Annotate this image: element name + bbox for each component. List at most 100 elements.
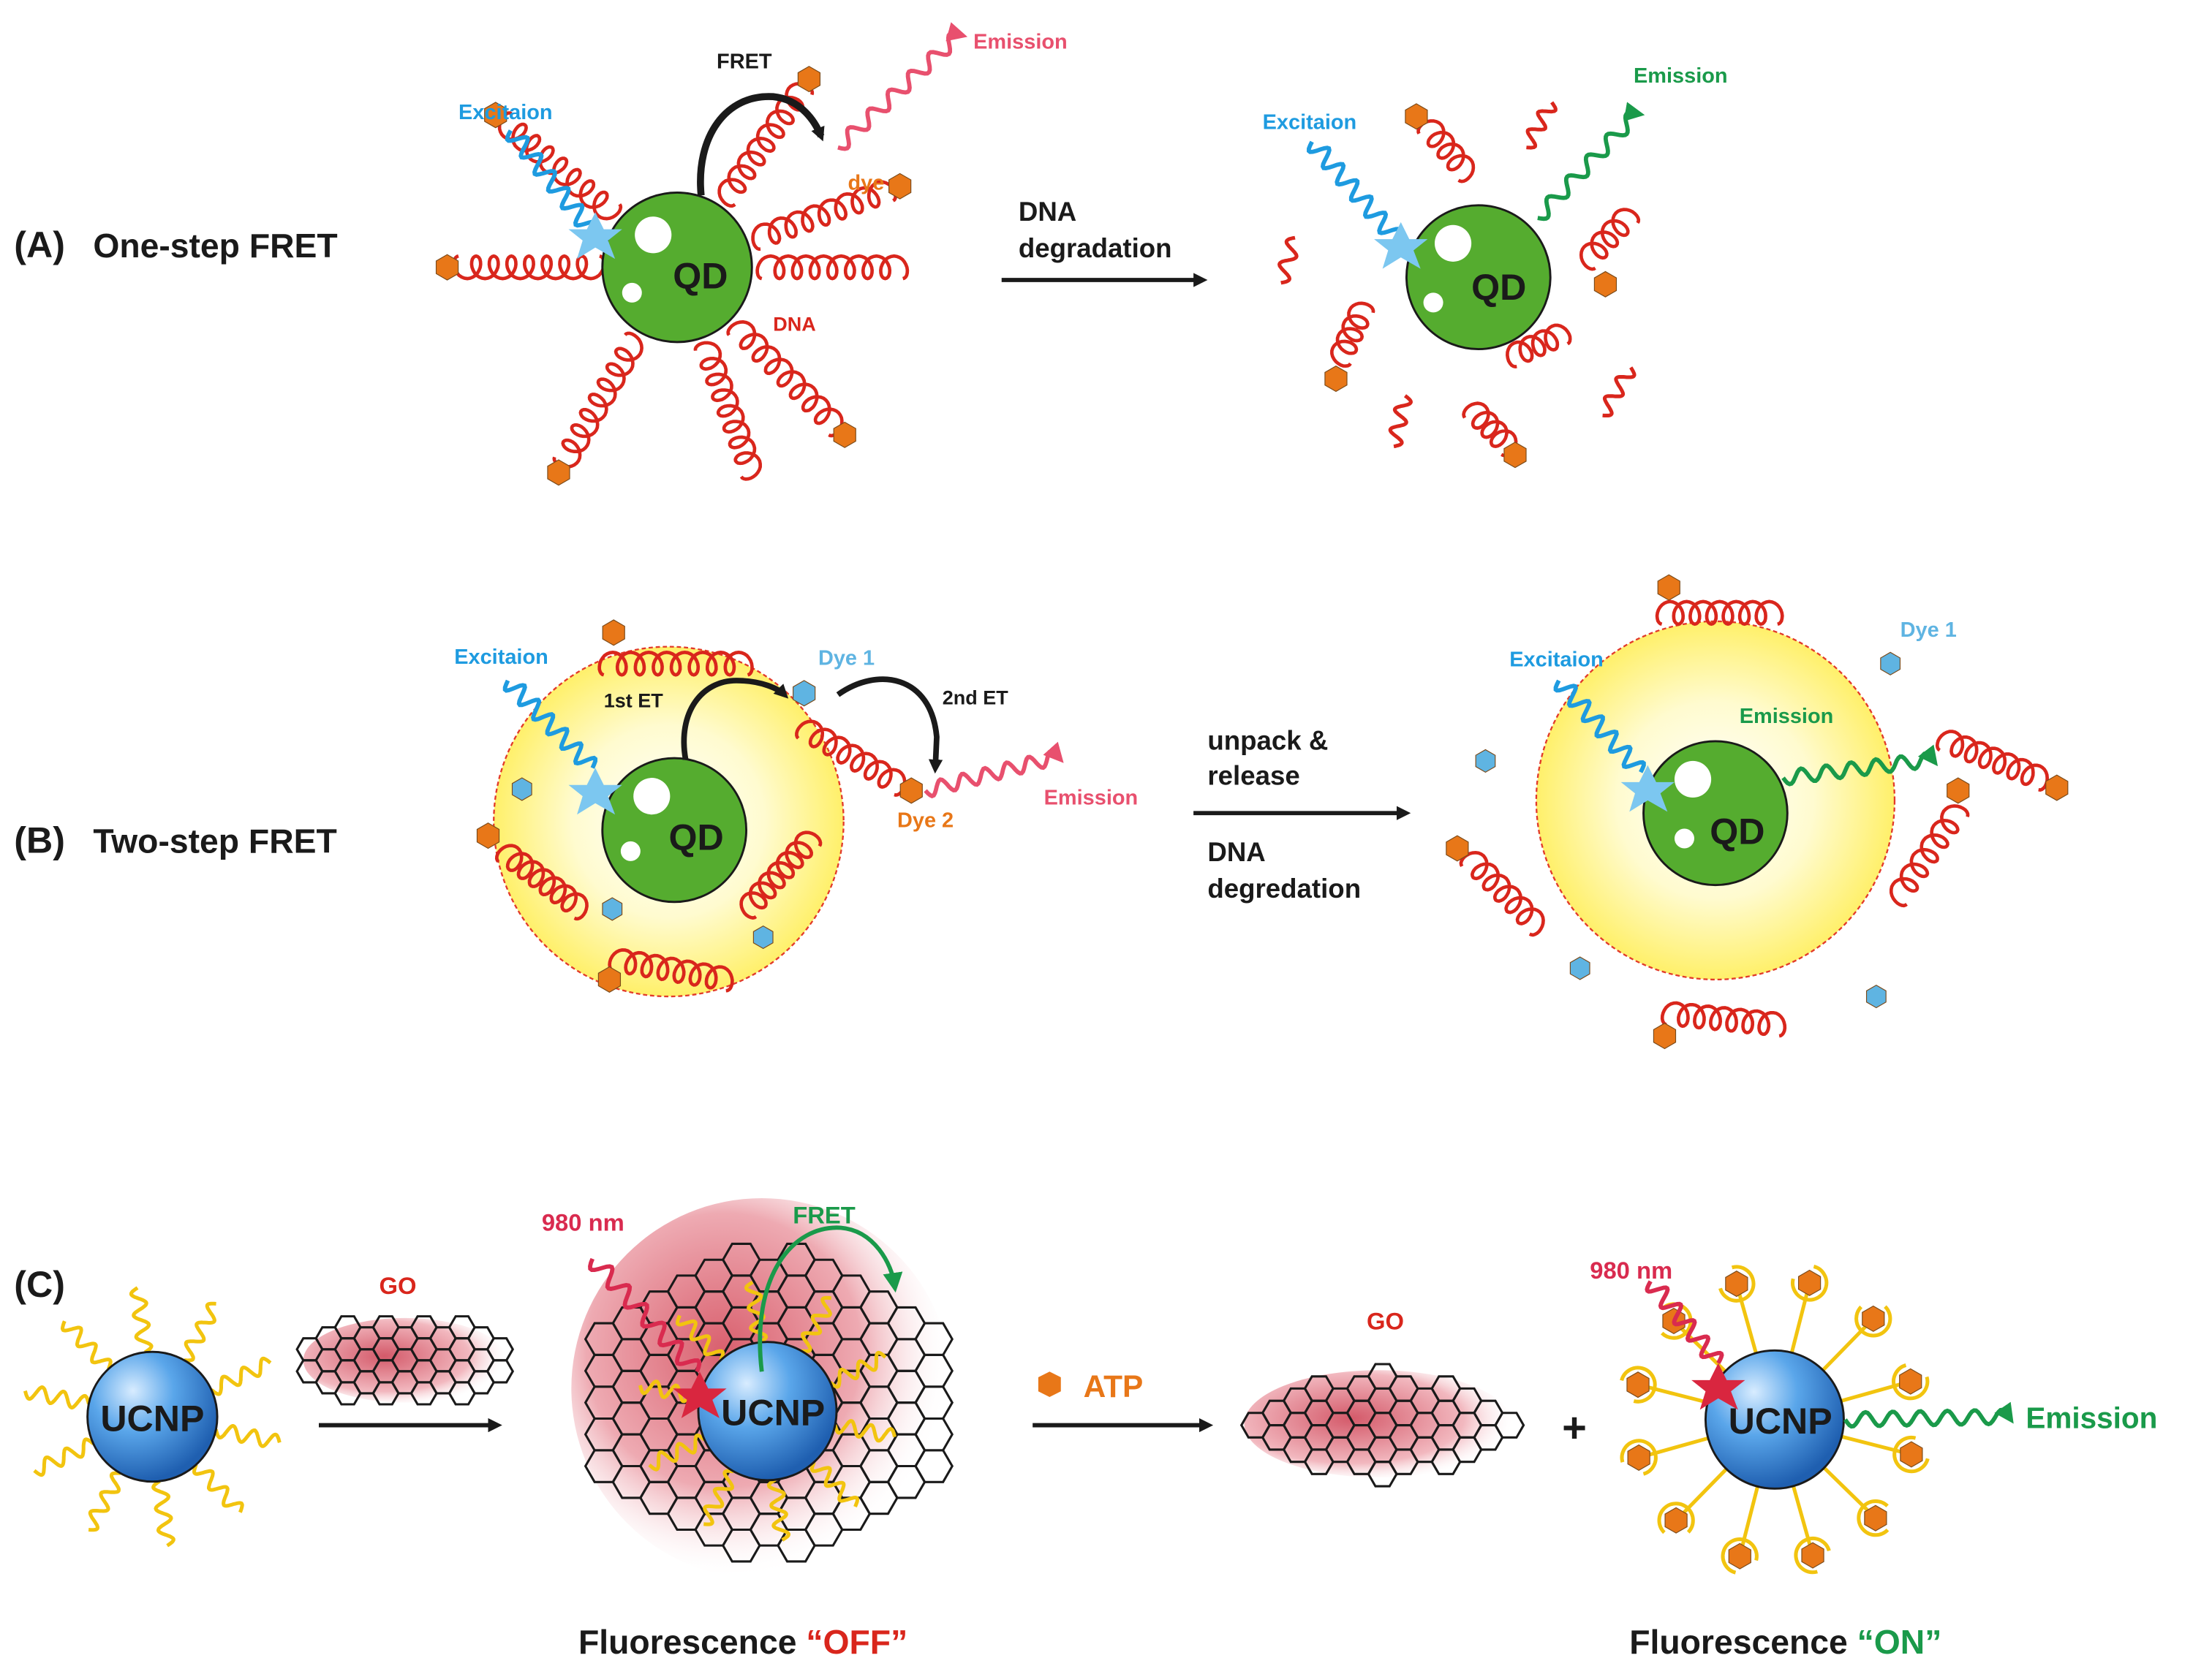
qd-label: QD <box>673 256 728 297</box>
plus-sign: + <box>1562 1405 1587 1452</box>
atp-hexagon <box>1899 1368 1922 1395</box>
atp-hexagon <box>1900 1441 1923 1468</box>
aptamer-loop <box>1657 1502 1695 1534</box>
panel-b-left: QD Excitaion 1st ET 2nd ET Dye 1 Dye 2 E… <box>454 619 1138 998</box>
dna-duplex <box>751 180 897 251</box>
atp-bound-ligands <box>1620 1265 1930 1575</box>
dye1-label-right: Dye 1 <box>1900 618 1957 642</box>
fluorescence-word-on: Fluorescence <box>1629 1623 1848 1661</box>
dna-duplex <box>1416 119 1476 183</box>
atp-hexagon <box>1664 1507 1688 1534</box>
dna-duplex <box>597 651 754 677</box>
dna-duplex <box>693 341 762 481</box>
dye-hexagon <box>1947 777 1970 804</box>
panel-a-label: (A) <box>14 224 65 265</box>
dye-hexagon <box>484 102 507 129</box>
excitation-star <box>568 212 622 260</box>
aptamer-spoke <box>1672 1320 1727 1373</box>
yellow-ligands <box>638 1280 896 1542</box>
aptamer-loop <box>1892 1435 1930 1474</box>
dye-hexagon <box>602 619 625 646</box>
dna-duplex <box>1506 323 1572 369</box>
aptamer-spoke <box>1675 1467 1728 1522</box>
dye-hexagon <box>1503 442 1527 469</box>
aptamer-spoke <box>1822 1466 1877 1520</box>
dye1-hexagon <box>793 680 816 707</box>
dye-hexagon <box>602 897 623 921</box>
panel-a-right: QD Excitaion Emission <box>1263 64 1728 469</box>
dye-hexagon <box>833 421 856 448</box>
qd-label-right: QD <box>1710 811 1764 852</box>
go-lattice <box>295 1315 515 1406</box>
emission-label-right: Emission <box>1740 705 1834 728</box>
aptamer-spoke <box>1822 1317 1875 1371</box>
aptamer-loop <box>1854 1305 1892 1338</box>
dna-strands <box>435 66 912 486</box>
aptamer-loop <box>1721 1537 1759 1575</box>
emission-wave-on <box>1843 1401 2014 1429</box>
aptamer-ligand <box>184 1301 216 1363</box>
ucnp-label-on: UCNP <box>1729 1401 1832 1442</box>
aptamer-ligand <box>151 1480 175 1548</box>
graphene-oxide-right: GO <box>1239 1307 1525 1488</box>
excitation-label: Excitaion <box>454 646 548 669</box>
dna-duplex <box>608 948 734 993</box>
aptamer-ligand <box>828 1350 887 1389</box>
fluorescence-word: Fluorescence <box>578 1623 797 1661</box>
go-label-right: GO <box>1367 1307 1404 1334</box>
panel-c-ucnp-start: UCNP <box>23 1286 282 1548</box>
dna-duplex <box>552 331 643 469</box>
atp-label: ATP <box>1084 1369 1144 1404</box>
panel-b-label: (B) <box>14 819 65 860</box>
ucnp-sphere-off <box>697 1341 838 1482</box>
second-et-arrow <box>836 676 943 774</box>
panel-c-label: (C) <box>14 1264 65 1305</box>
dna-fragment <box>1388 394 1413 449</box>
aptamer-loop <box>1620 1439 1658 1476</box>
fret-arrow <box>697 93 825 196</box>
aptamer-spoke <box>1735 1283 1758 1354</box>
emission-wave-right <box>1537 102 1645 222</box>
aptamer-ligand <box>809 1461 860 1508</box>
carbon-ring <box>914 1449 954 1483</box>
dna-duplex <box>1935 730 2049 792</box>
dna-label: DNA <box>773 313 816 335</box>
fret-label-c: FRET <box>793 1202 856 1229</box>
arrow-label-release: release <box>1207 761 1299 791</box>
dna-duplex <box>1459 850 1545 937</box>
panel-a-title: One-step FRET <box>93 227 337 265</box>
atp-hexagon <box>1797 1269 1822 1296</box>
first-et-arrow <box>681 678 789 760</box>
dye-hexagon <box>1865 984 1887 1009</box>
dye-hexagon <box>476 822 500 849</box>
aptamer-ligand <box>210 1356 272 1396</box>
panel-c-on-state: UCNP 980 nm Emission <box>1590 1257 2157 1575</box>
dna-duplex <box>1579 208 1641 271</box>
aptamer-loop <box>1857 1499 1890 1537</box>
dna-duplex <box>494 844 589 921</box>
excitation-wave <box>502 679 598 769</box>
atp-hexagon <box>1801 1542 1824 1569</box>
aptamer-ligand <box>703 1469 734 1526</box>
released-dna <box>1446 574 2069 1050</box>
aptamer-ligand <box>766 1478 790 1542</box>
dye-hexagon <box>1880 651 1901 675</box>
excitation-980-wave <box>588 1257 702 1373</box>
excitation-980-wave-right <box>1645 1280 1724 1365</box>
aptamer-spoke <box>1792 1485 1815 1556</box>
state-off: “OFF” <box>806 1623 907 1661</box>
aptamer-spoke <box>1638 1436 1709 1460</box>
excitation-wave <box>505 129 598 233</box>
panel-a-left: QD Excitaion FRET Emission dye DNA <box>435 22 1068 486</box>
qd-label: QD <box>668 817 723 858</box>
dye-label: dye <box>848 172 884 195</box>
atp-hexagon <box>1626 1371 1650 1398</box>
aptamer-ligand <box>214 1424 282 1448</box>
aptamer-ligand <box>129 1286 154 1354</box>
emission-wave-right <box>1781 744 1939 787</box>
dye-hexagon <box>511 777 532 801</box>
arrow-label-dna: DNA <box>1019 197 1076 227</box>
nm-label-left: 980 nm <box>542 1208 624 1235</box>
dna-duplex <box>1330 301 1375 368</box>
